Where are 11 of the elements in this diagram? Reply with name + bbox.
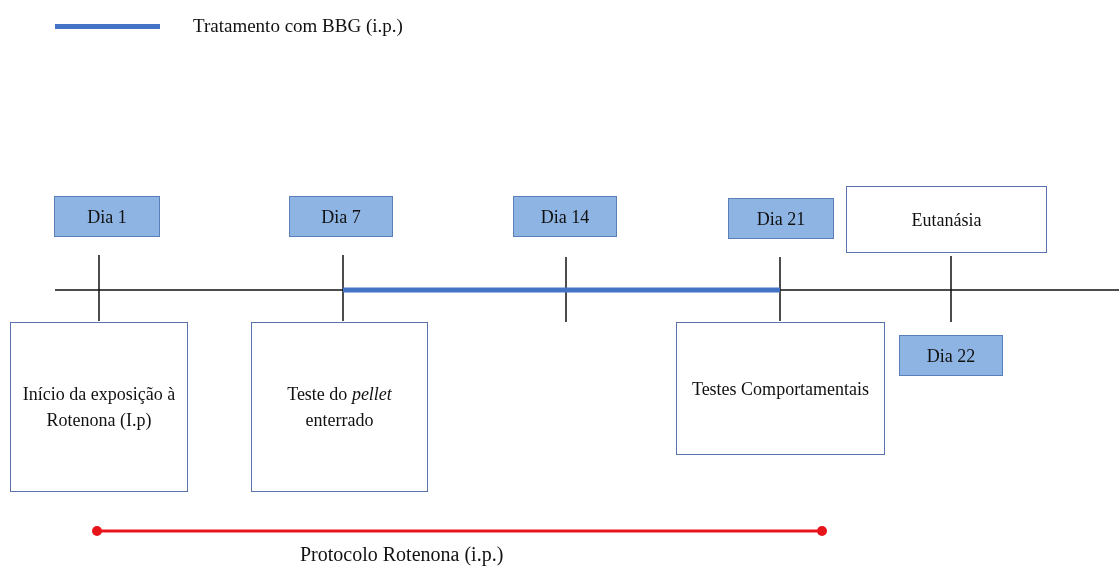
day-box: Dia 14 (513, 196, 617, 237)
day-box: Dia 1 (54, 196, 160, 237)
event-box: Teste do pellet enterrado (251, 322, 428, 492)
legend-text: Tratamento com BBG (i.p.) (193, 14, 403, 38)
protocol-label: Protocolo Rotenona (i.p.) (300, 542, 504, 568)
event-box: Eutanásia (846, 186, 1047, 253)
event-box: Testes Comportamentais (676, 322, 885, 455)
day-box: Dia 21 (728, 198, 834, 239)
day-box: Dia 7 (289, 196, 393, 237)
day-box: Dia 22 (899, 335, 1003, 376)
event-box: Início da exposição à Rotenona (I.p) (10, 322, 188, 492)
